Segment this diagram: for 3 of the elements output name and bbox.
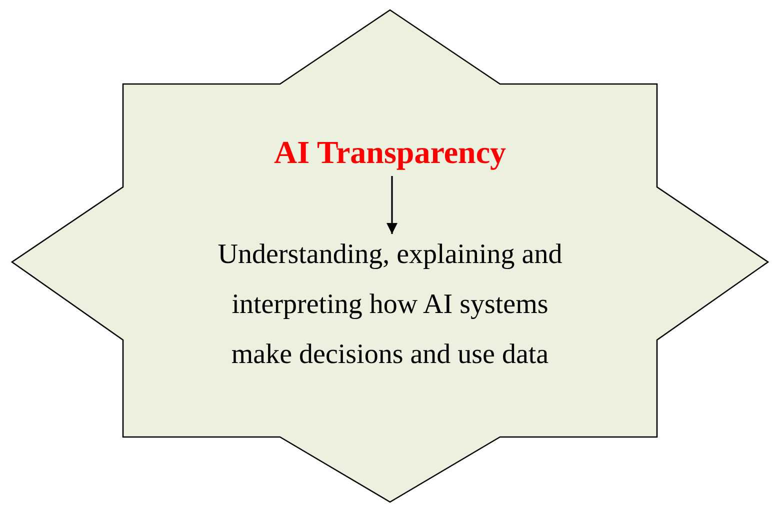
arrow (386, 176, 398, 234)
description-text: Understanding, explaining and interpreting how AI systems make decisions and use data (216, 238, 564, 372)
title-text: AI Transparency (274, 133, 506, 172)
